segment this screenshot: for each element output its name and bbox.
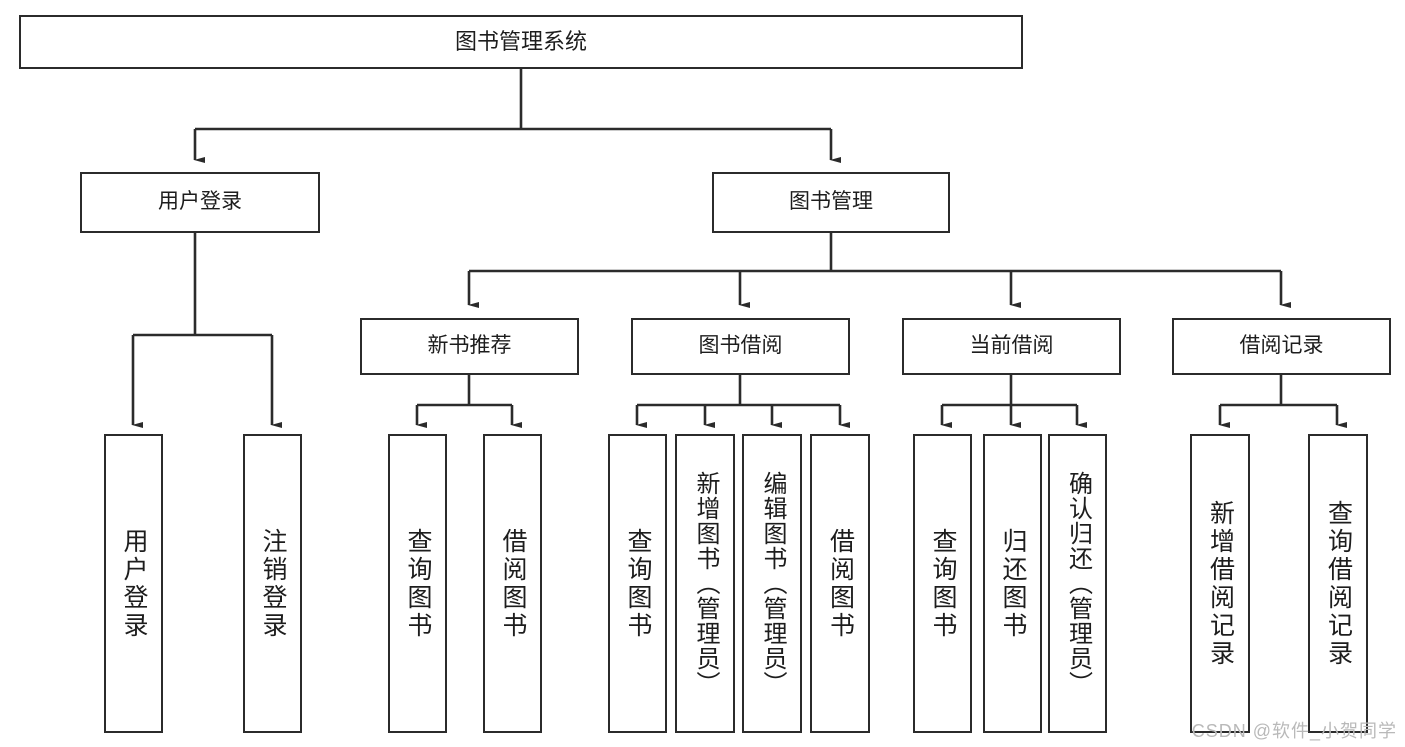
node-current-borrow[interactable]: 当前借阅: [902, 318, 1121, 375]
node-new-book-recommend[interactable]: 新书推荐: [360, 318, 579, 375]
leaf-query-book-borrow[interactable]: 查询图书: [608, 434, 667, 733]
node-label: 图书管理: [789, 190, 873, 214]
node-book-borrow[interactable]: 图书借阅: [631, 318, 850, 375]
node-label: 图书借阅: [698, 334, 783, 358]
leaf-add-borrow-record[interactable]: 新增借阅记录: [1190, 434, 1250, 733]
node-label: 用户登录: [158, 190, 242, 214]
node-label: 新增借阅记录: [1206, 499, 1235, 668]
watermark: CSDN @软件_小贺同学: [1191, 721, 1397, 741]
node-label: 当前借阅: [969, 334, 1054, 358]
leaf-query-book-current[interactable]: 查询图书: [913, 434, 972, 733]
node-label: 借阅图书: [826, 527, 855, 640]
leaf-return-book[interactable]: 归还图书: [983, 434, 1042, 733]
node-label: 注销登录: [259, 527, 287, 640]
node-label: 查询图书: [404, 527, 432, 640]
node-label: 编辑图书（管理员）: [759, 471, 786, 696]
node-label: 图书管理系统: [454, 29, 587, 55]
node-label: 借阅记录: [1239, 334, 1324, 358]
node-label: 确认归还（管理员）: [1064, 471, 1092, 696]
leaf-user-login[interactable]: 用户登录: [104, 434, 163, 733]
leaf-logout[interactable]: 注销登录: [243, 434, 302, 733]
node-label: 查询图书: [624, 527, 652, 640]
node-label: 归还图书: [999, 527, 1027, 640]
leaf-query-borrow-record[interactable]: 查询借阅记录: [1308, 434, 1368, 733]
leaf-query-book-recommend[interactable]: 查询图书: [388, 434, 447, 733]
node-label: 查询借阅记录: [1324, 499, 1353, 668]
leaf-borrow-book-recommend[interactable]: 借阅图书: [483, 434, 542, 733]
node-book-management[interactable]: 图书管理: [712, 172, 950, 233]
node-label: 新书推荐: [427, 334, 512, 358]
leaf-add-book-admin[interactable]: 新增图书（管理员）: [675, 434, 735, 733]
leaf-edit-book-admin[interactable]: 编辑图书（管理员）: [742, 434, 802, 733]
node-user-login[interactable]: 用户登录: [80, 172, 320, 233]
node-label: 用户登录: [120, 527, 148, 640]
leaf-borrow-book[interactable]: 借阅图书: [810, 434, 870, 733]
node-label: 借阅图书: [499, 527, 527, 640]
leaf-confirm-return-admin[interactable]: 确认归还（管理员）: [1048, 434, 1107, 733]
node-label: 新增图书（管理员）: [692, 471, 719, 696]
node-borrow-record[interactable]: 借阅记录: [1172, 318, 1391, 375]
node-root-book-management-system[interactable]: 图书管理系统: [19, 15, 1023, 69]
node-label: 查询图书: [929, 527, 957, 640]
